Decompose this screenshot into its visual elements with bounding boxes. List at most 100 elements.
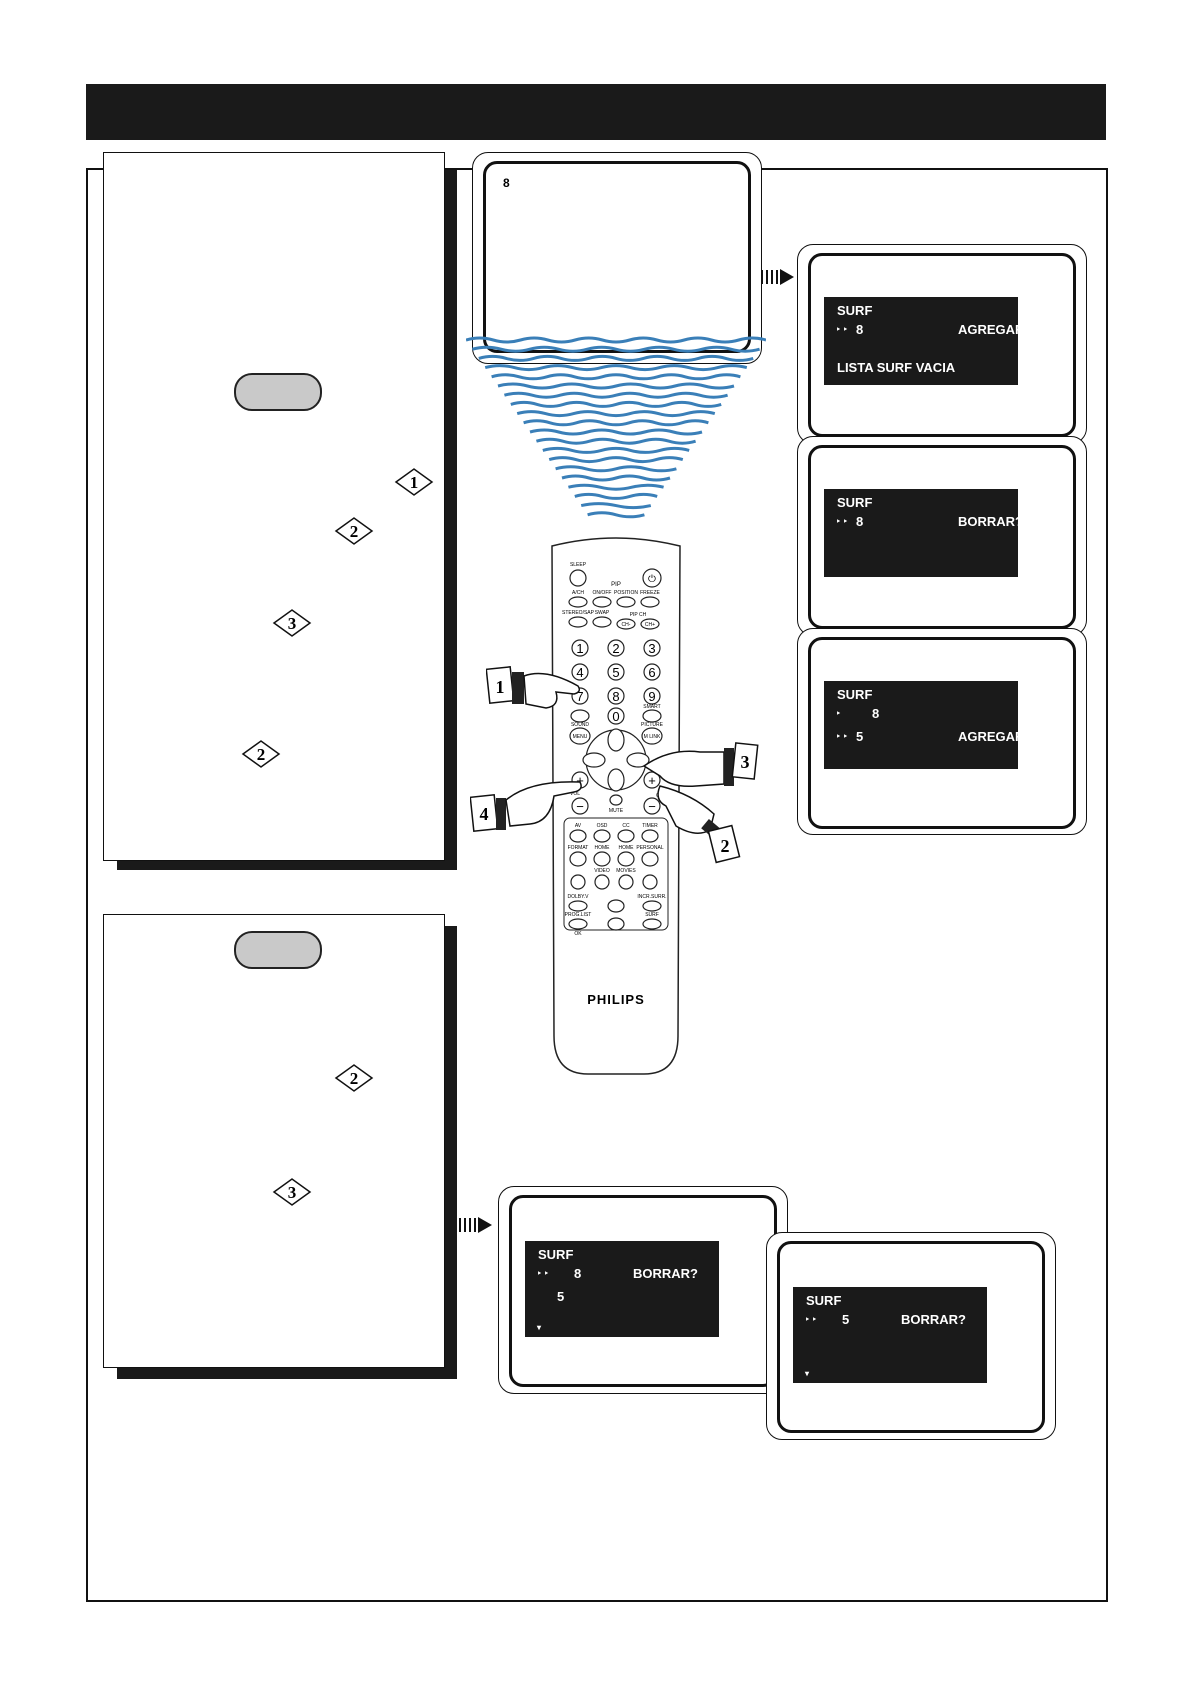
incr-surr-button[interactable]	[642, 900, 662, 912]
step-badge-3: 3	[272, 609, 312, 637]
sleep-button[interactable]	[569, 569, 587, 587]
ch-minus-button[interactable]	[616, 618, 636, 630]
digit-2-button[interactable]	[607, 639, 625, 657]
ch-up-button[interactable]	[643, 771, 661, 789]
cursor-right-button[interactable]	[626, 752, 650, 768]
forward-button[interactable]	[642, 874, 658, 890]
cursor-down-button[interactable]	[607, 768, 625, 792]
osd-title: SURF	[837, 495, 873, 510]
power-icon: ⏻	[648, 574, 656, 585]
play-button[interactable]	[618, 874, 634, 890]
digit-9-button[interactable]	[643, 687, 661, 705]
pill-label	[234, 931, 322, 969]
menu-button[interactable]	[569, 727, 591, 745]
surf-label: SURF	[645, 912, 659, 918]
wave-line	[484, 364, 748, 372]
cc-button[interactable]	[617, 829, 635, 843]
channel-number: 8	[503, 176, 510, 190]
mlink-label: M LINK	[644, 734, 661, 740]
tv-osd-2: SURF ‣ ‣ 8 BORRAR?	[797, 436, 1087, 636]
osd-button[interactable]	[593, 829, 611, 843]
ch-plus-label: CH+	[645, 622, 655, 628]
mlink-button[interactable]	[641, 727, 663, 745]
personal-button[interactable]	[641, 851, 659, 867]
ch-down-button[interactable]	[643, 797, 661, 815]
svg-text:3: 3	[741, 752, 750, 772]
wave-line	[466, 336, 766, 344]
wave-line	[561, 474, 671, 482]
digit-0-button[interactable]	[607, 707, 625, 725]
vol-up-label: +	[576, 773, 584, 788]
digit-8-button[interactable]	[607, 687, 625, 705]
digit-8-label: 8	[612, 689, 619, 704]
ch-down-label: −	[648, 799, 656, 814]
onoff-button[interactable]	[592, 596, 612, 608]
home2-label: HOME	[619, 845, 635, 851]
ach2-button[interactable]	[570, 709, 590, 723]
digit-6-label: 6	[648, 665, 655, 680]
timer-button[interactable]	[641, 829, 659, 843]
osd-action: BORRAR?	[958, 514, 1023, 529]
mute-label: MUTE	[609, 808, 624, 814]
av-label: AV	[575, 823, 582, 829]
smart-button[interactable]	[642, 709, 662, 723]
cursor-up-button[interactable]	[607, 728, 625, 752]
wave-line	[580, 502, 652, 510]
wave-line	[471, 345, 761, 353]
eject-button[interactable]	[607, 917, 625, 931]
step-badge-2b: 2	[241, 740, 281, 768]
freeze-button[interactable]	[640, 596, 660, 608]
video-label: VIDEO	[594, 868, 610, 874]
digit-5-button[interactable]	[607, 663, 625, 681]
swap-button[interactable]	[592, 616, 612, 628]
digit-7-label: 7	[576, 689, 583, 704]
format-button[interactable]	[569, 851, 587, 867]
ach-button[interactable]	[568, 596, 588, 608]
vol-down-button[interactable]	[571, 797, 589, 815]
hand-pointer-4: 4	[470, 781, 582, 832]
osd-marker: ‣	[836, 709, 841, 718]
osd-markers: ‣ ‣	[836, 732, 848, 741]
osd-channel: 8	[574, 1266, 582, 1281]
osd-message: LISTA SURF VACIA	[837, 360, 956, 375]
svg-text:1: 1	[410, 473, 419, 492]
home-button[interactable]	[593, 851, 611, 867]
svg-text:4: 4	[480, 804, 489, 824]
cc-label: CC	[622, 823, 630, 829]
hand-pointer-1: 1	[486, 666, 581, 709]
power-button[interactable]	[642, 568, 662, 588]
digit-3-label: 3	[648, 641, 655, 656]
vol-down-label: −	[576, 799, 584, 814]
home2-button[interactable]	[617, 851, 635, 867]
prog-list-button[interactable]	[568, 918, 588, 930]
osd-markers: ‣ ‣	[836, 517, 848, 526]
av-button[interactable]	[569, 829, 587, 843]
svg-text:2: 2	[721, 836, 730, 856]
surf-button[interactable]	[642, 918, 662, 930]
swap-label: SWAP	[595, 610, 610, 616]
dolby-button[interactable]	[568, 900, 588, 912]
sleep-label: SLEEP	[570, 562, 587, 568]
digit-6-button[interactable]	[643, 663, 661, 681]
wave-line	[555, 465, 677, 473]
osd-title: SURF	[538, 1247, 574, 1262]
mute-button[interactable]	[609, 794, 623, 806]
pause-button[interactable]	[607, 899, 625, 913]
stereo-label: STEREO/SAP	[562, 610, 595, 616]
position-button[interactable]	[616, 596, 636, 608]
rewind-button[interactable]	[570, 874, 586, 890]
stop-button[interactable]	[594, 874, 610, 890]
svg-text:2: 2	[350, 522, 359, 541]
digit-4-button[interactable]	[571, 663, 589, 681]
freeze-label: FREEZE	[640, 590, 660, 596]
cursor-left-button[interactable]	[582, 752, 606, 768]
wave-line	[548, 456, 684, 464]
signal-waves	[466, 336, 766, 519]
stereo-button[interactable]	[568, 616, 588, 628]
ch-plus-button[interactable]	[640, 618, 660, 630]
digit-3-button[interactable]	[643, 639, 661, 657]
digit-1-button[interactable]	[571, 639, 589, 657]
osd-markers: ‣ ‣	[836, 325, 848, 334]
svg-text:3: 3	[288, 1183, 297, 1202]
